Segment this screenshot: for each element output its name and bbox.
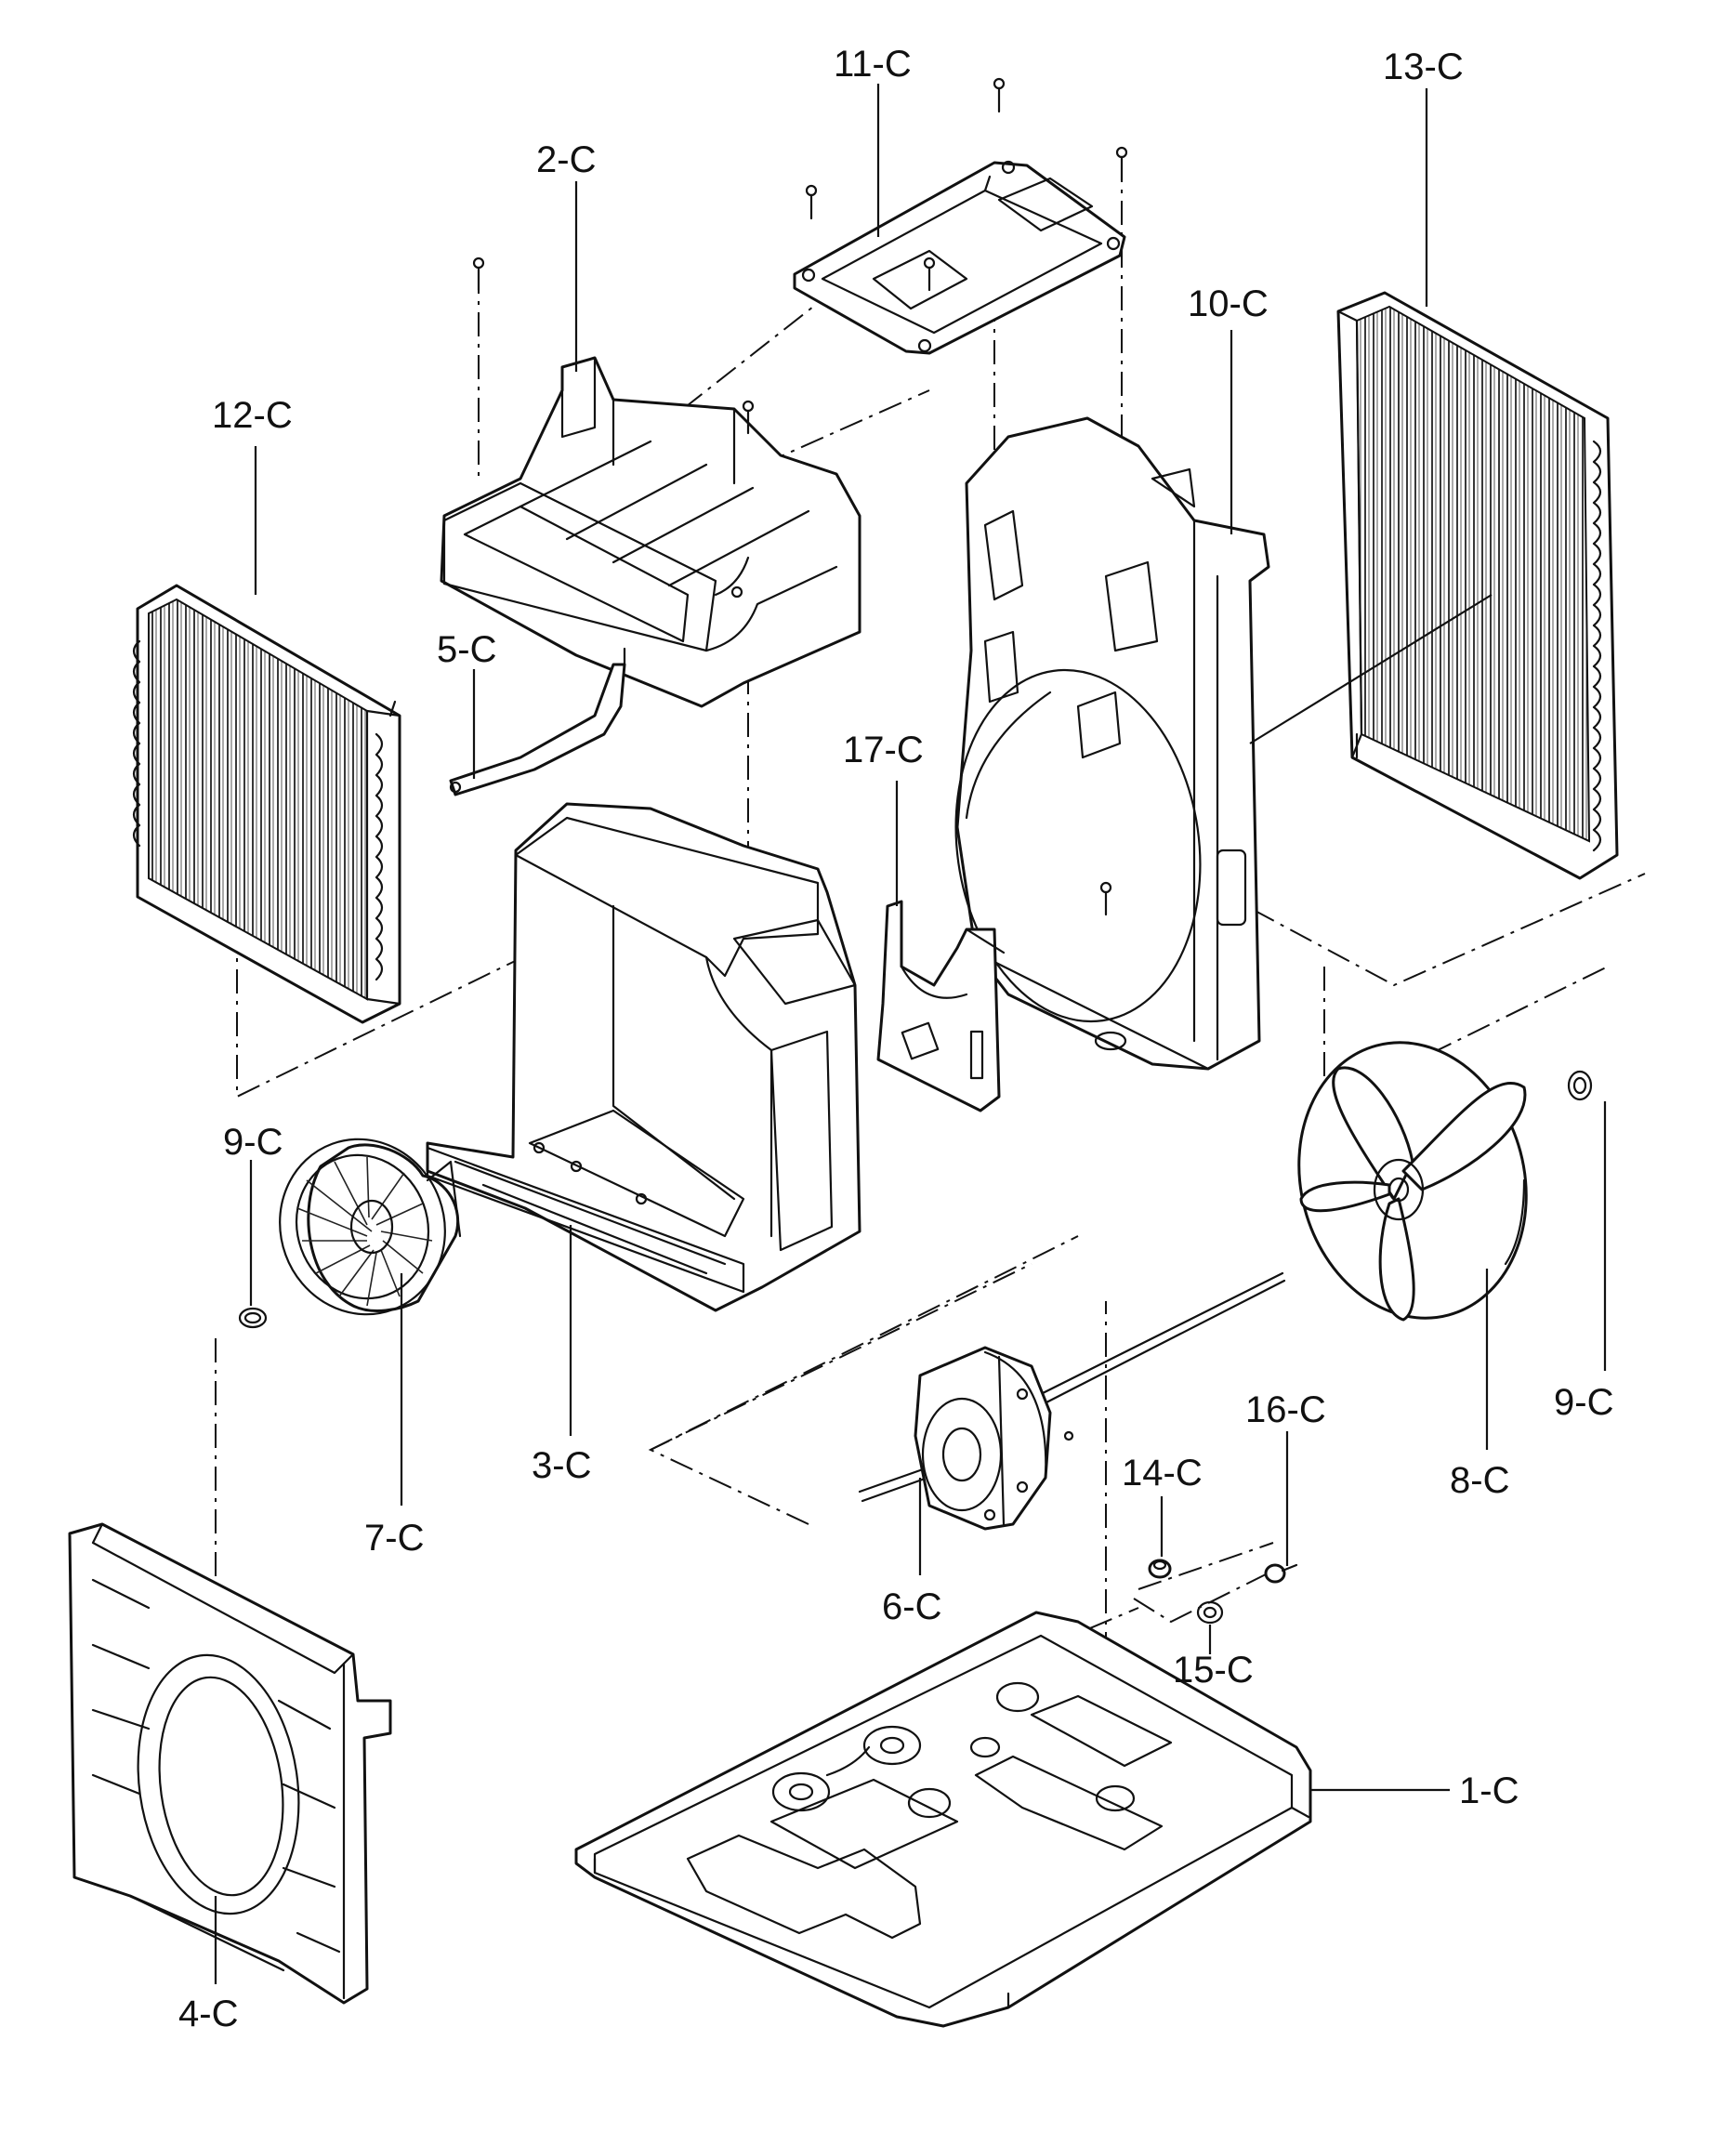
label-15-c: 15-C <box>1173 1650 1254 1691</box>
label-5-c: 5-C <box>437 629 496 670</box>
condenser-coil <box>1336 291 1619 880</box>
label-9-c-right: 9-C <box>1554 1382 1613 1423</box>
air-guide-upper <box>440 257 861 708</box>
evaporator-coil <box>132 584 401 1024</box>
clamp-left <box>238 1307 268 1329</box>
screw-icon <box>1099 881 1112 916</box>
label-7-c: 7-C <box>364 1518 424 1559</box>
propeller-fan <box>1297 1041 1528 1322</box>
leader-lines <box>214 84 1607 1984</box>
base-pan <box>574 1611 1312 2028</box>
orifice-panel <box>68 1522 392 2005</box>
top-cover-plate <box>793 77 1128 355</box>
motor-mount <box>876 900 1006 1112</box>
label-9-c-left: 9-C <box>223 1122 283 1163</box>
label-3-c: 3-C <box>532 1445 591 1486</box>
support-bracket <box>449 647 626 796</box>
clamp-right <box>1567 1070 1593 1101</box>
nut <box>1148 1559 1172 1579</box>
label-14-c: 14-C <box>1122 1453 1203 1494</box>
label-1-c: 1-C <box>1459 1770 1519 1811</box>
label-2-c: 2-C <box>536 139 596 180</box>
fan-shroud <box>954 416 1270 1071</box>
screw-icon <box>805 184 818 220</box>
bolt <box>1264 1563 1298 1584</box>
label-11-c: 11-C <box>834 44 912 85</box>
label-8-c: 8-C <box>1450 1460 1509 1501</box>
label-13-c: 13-C <box>1383 46 1464 87</box>
label-4-c: 4-C <box>178 1994 238 2034</box>
fan-motor <box>858 1271 1286 1531</box>
screw-icon <box>742 400 755 435</box>
screw-icon <box>472 257 485 292</box>
label-6-c: 6-C <box>882 1586 941 1627</box>
screw-icon <box>1115 146 1128 182</box>
label-16-c: 16-C <box>1245 1389 1326 1430</box>
indoor-air-guide <box>426 802 861 1312</box>
washer <box>1196 1600 1224 1625</box>
label-17-c: 17-C <box>843 730 924 770</box>
part-labels: 1-C 2-C 3-C 4-C 5-C 6-C 7-C 8-C 9-C 9-C … <box>178 44 1613 2034</box>
label-10-c: 10-C <box>1188 283 1269 324</box>
blower-wheel <box>279 1138 462 1316</box>
screw-icon <box>923 257 936 292</box>
label-12-c: 12-C <box>212 395 293 436</box>
screw-icon <box>993 77 1006 113</box>
